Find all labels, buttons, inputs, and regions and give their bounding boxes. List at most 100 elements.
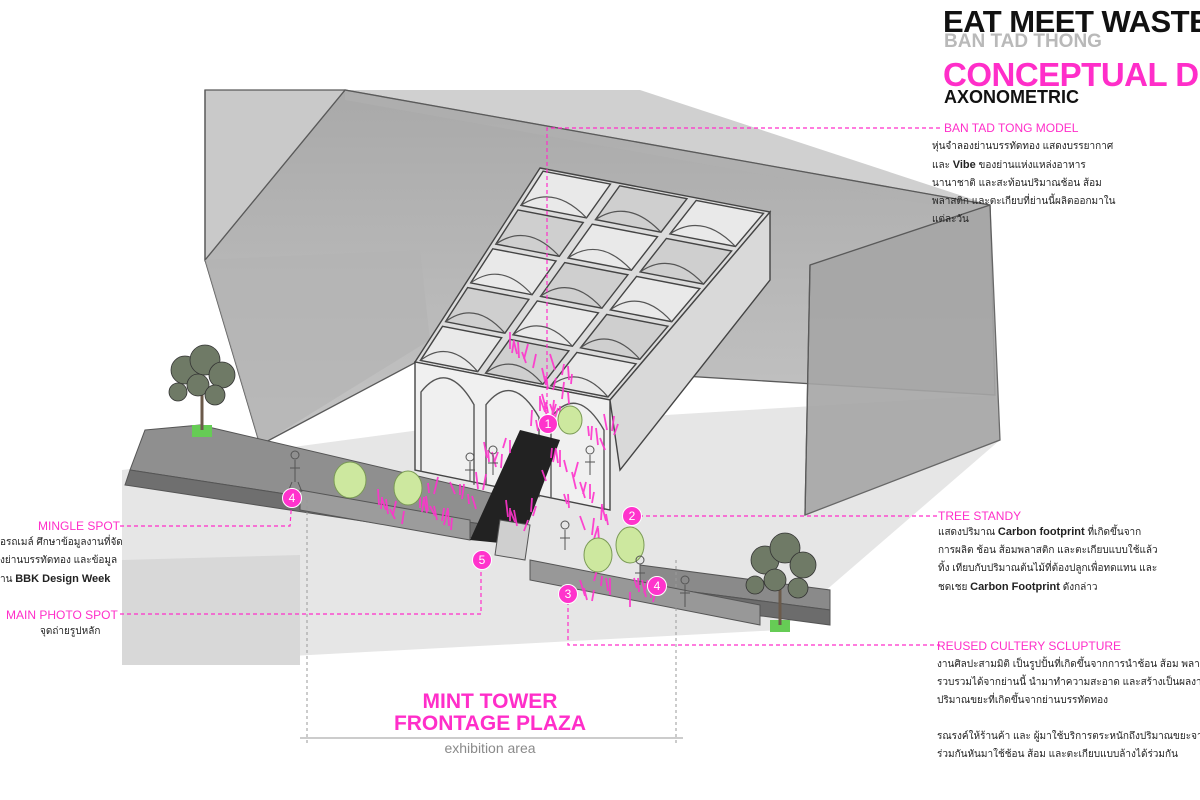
arch-curve <box>512 325 573 347</box>
label-photo-spot: MAIN PHOTO SPOT <box>6 608 118 622</box>
cutlery-stroke <box>541 393 547 410</box>
arch-curve <box>470 273 533 296</box>
plaza-dimension <box>300 500 683 744</box>
cutlery-stroke <box>591 517 595 536</box>
cutlery-stroke <box>599 437 606 451</box>
cutlery-stroke <box>563 493 568 505</box>
cutlery-stroke <box>447 509 450 527</box>
cutlery-stroke <box>573 461 579 478</box>
central-runway <box>470 430 560 545</box>
arch-curve <box>520 196 587 219</box>
cutlery-stroke <box>567 365 570 381</box>
arch-curve <box>445 312 506 334</box>
cutlery-stroke <box>461 483 465 500</box>
label-model: BAN TAD TONG MODEL <box>944 121 1079 135</box>
arch-curve <box>540 287 603 309</box>
cutlery-stroke <box>385 498 389 515</box>
cutlery-stroke <box>487 449 490 463</box>
arch-curve <box>595 210 662 233</box>
project-title: EAT MEET WASTE <box>943 4 1200 39</box>
tree-left <box>168 344 236 437</box>
plaza-title-line2: FRONTAGE PLAZA <box>393 712 587 735</box>
desc-photo-spot: จุดถ่ายรูปหลัก <box>40 626 101 637</box>
plaza-title-line1: MINT TOWER <box>422 690 558 713</box>
cutlery-stroke <box>541 469 547 482</box>
cutlery-stroke <box>605 513 609 526</box>
label-sculpture: REUSED CULTERY SCLUPTURE <box>937 639 1122 653</box>
tree-standies <box>333 405 645 573</box>
cutlery-stroke <box>449 481 456 495</box>
cutlery-stroke <box>591 589 595 602</box>
cutlery-stroke <box>535 419 539 432</box>
desc-model: หุ่นจำลองย่านบรรทัดทอง แสดงบรรยากาศ และ … <box>932 141 1116 225</box>
arch-curve <box>580 338 641 360</box>
cutlery-stroke <box>532 353 537 369</box>
cutlery-stroke <box>603 413 608 431</box>
plaza-caption: exhibition area <box>444 740 536 756</box>
marker-2[interactable]: 2 <box>622 506 642 526</box>
cutlery-stroke <box>582 481 587 495</box>
marker-1[interactable]: 1 <box>538 414 558 434</box>
label-mingle-spot: MINGLE SPOT <box>38 519 121 533</box>
cutlery-stroke <box>517 341 520 359</box>
cutlery-stroke <box>571 471 577 490</box>
cutlery-stroke <box>633 577 638 589</box>
cutlery-stroke <box>539 397 546 413</box>
cutlery-stroke <box>532 505 537 517</box>
building-edge <box>344 89 991 206</box>
front-arch <box>420 377 475 485</box>
cutlery-stroke <box>579 515 586 531</box>
marker-3[interactable]: 3 <box>558 584 578 604</box>
desc-tree-standy: แสดงปริมาณ Carbon footprint ที่เกิดขึ้นจ… <box>938 526 1158 593</box>
cutlery-stroke <box>591 491 595 504</box>
arch-curve <box>485 363 544 385</box>
marker-4-right[interactable]: 4 <box>647 576 667 596</box>
cutlery-stroke <box>392 500 397 516</box>
runway-side <box>494 519 531 561</box>
arch-model <box>413 167 772 511</box>
desc-sculpture: งานศิลปะสามมิติ เป็นรูปปั้นที่เกิดขึ้นจา… <box>937 659 1200 760</box>
cutlery-stroke <box>475 471 479 490</box>
cutlery-stroke <box>613 423 619 436</box>
cutlery-stroke <box>482 473 487 491</box>
cutlery-stroke <box>425 495 429 512</box>
cutlery-stroke <box>471 495 477 510</box>
cutlery-stroke <box>570 373 573 385</box>
cutlery-stroke <box>552 377 557 391</box>
cutlery-stroke <box>611 415 615 432</box>
cutlery-stroke <box>561 381 565 400</box>
label-tree-standy: TREE STANDY <box>938 509 1022 523</box>
cutlery-stroke <box>450 517 453 531</box>
building-edge <box>804 264 811 516</box>
cutlery-stroke <box>401 510 405 525</box>
arch-curve <box>567 249 632 271</box>
cutlery-stroke <box>637 577 640 593</box>
cutlery-stroke <box>579 481 586 499</box>
cutlery-stroke <box>523 343 529 360</box>
cutlery-stroke <box>600 575 603 587</box>
cutlery-stroke <box>530 409 533 427</box>
cutlery-stroke <box>579 579 586 597</box>
cutlery-stroke <box>555 449 559 464</box>
project-subtitle: BAN TAD THONG <box>944 31 1102 52</box>
cutlery-stroke <box>433 505 438 521</box>
arch-curve <box>420 350 479 372</box>
marker-4-left[interactable]: 4 <box>282 488 302 508</box>
cutlery-stroke <box>427 482 430 494</box>
cutlery-sculpture <box>377 332 657 607</box>
marker-5[interactable]: 5 <box>472 550 492 570</box>
cutlery-stroke <box>587 425 590 437</box>
building-top-edge <box>345 90 990 215</box>
cutlery-stroke <box>523 519 529 532</box>
cutlery-stroke <box>595 427 599 446</box>
cutlery-stroke <box>550 447 553 459</box>
cutlery-stroke <box>583 587 588 601</box>
cutlery-stroke <box>563 459 568 473</box>
cutlery-stroke <box>513 509 518 527</box>
section-heading: CONCEPTUAL DES <box>943 56 1200 93</box>
plaza-floor-shadow <box>122 555 300 665</box>
tree-right <box>745 532 817 632</box>
cutlery-stroke <box>377 488 380 506</box>
cutlery-stroke <box>641 579 647 598</box>
